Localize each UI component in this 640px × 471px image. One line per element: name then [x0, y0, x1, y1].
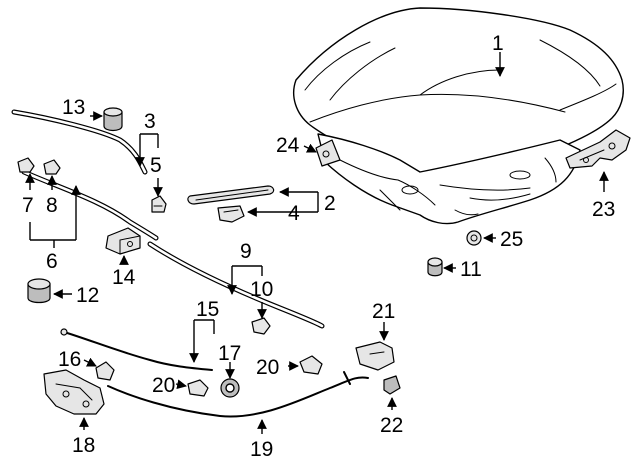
- callout-12: 12: [76, 284, 99, 307]
- hood-bumper-12: [27, 278, 51, 304]
- callout-15: 15: [196, 298, 219, 321]
- callout-8: 8: [46, 194, 58, 217]
- clip-20-left: [187, 379, 209, 397]
- latch-21: [355, 341, 395, 371]
- callout-labels: 1 2 3 4 5 6 7 8 9 10 11 12 13 14 15 16 1…: [22, 32, 615, 461]
- weatherstrip-upper: [11, 109, 148, 175]
- grommet-17: [220, 378, 240, 398]
- clip-22: [383, 375, 401, 395]
- callout-7: 7: [22, 194, 34, 217]
- callout-4: 4: [288, 202, 300, 225]
- callout-23: 23: [592, 198, 615, 221]
- callout-6: 6: [46, 250, 58, 273]
- leader-lines: [25, 52, 609, 434]
- callout-9: 9: [240, 240, 252, 263]
- callout-24: 24: [276, 134, 300, 157]
- clip-20-right: [299, 355, 323, 375]
- clip-7: [17, 157, 35, 173]
- callout-18: 18: [72, 434, 95, 457]
- callout-19: 19: [250, 438, 273, 461]
- callout-13: 13: [62, 96, 85, 119]
- hood-bumper-11: [427, 257, 443, 277]
- hood-lock-assembly: [43, 369, 105, 415]
- hood-seal-strip: [187, 185, 275, 205]
- callout-16: 16: [58, 348, 81, 371]
- callout-20-left: 20: [152, 374, 175, 397]
- callout-14: 14: [112, 266, 136, 289]
- hood-hinge-bracket: [565, 129, 631, 169]
- clip-5: [151, 195, 167, 213]
- callout-2: 2: [324, 192, 336, 215]
- release-cable-upper: [60, 328, 213, 371]
- release-cable-lower: [107, 371, 369, 418]
- callout-21: 21: [372, 300, 395, 323]
- clip-8: [43, 159, 61, 175]
- hood-inner-frame: [317, 133, 581, 225]
- release-handle-16: [95, 361, 115, 381]
- callout-25: 25: [500, 228, 523, 251]
- callout-20-right: 20: [256, 356, 279, 379]
- callout-10: 10: [250, 278, 273, 301]
- callout-11: 11: [460, 258, 482, 281]
- callout-3: 3: [144, 110, 156, 133]
- callout-22: 22: [380, 414, 403, 437]
- hood-bumper-13: [103, 107, 123, 132]
- seal-clip: [217, 205, 245, 223]
- hood-bracket-24: [315, 139, 341, 167]
- callout-1: 1: [492, 32, 504, 55]
- clip-10: [251, 317, 271, 335]
- weatherstrip-middle: [21, 169, 159, 241]
- callout-17: 17: [218, 342, 241, 365]
- weatherstrip-lower: [147, 241, 325, 329]
- grommet-25: [466, 230, 482, 246]
- bracket-14: [105, 227, 141, 255]
- callout-5: 5: [150, 154, 162, 177]
